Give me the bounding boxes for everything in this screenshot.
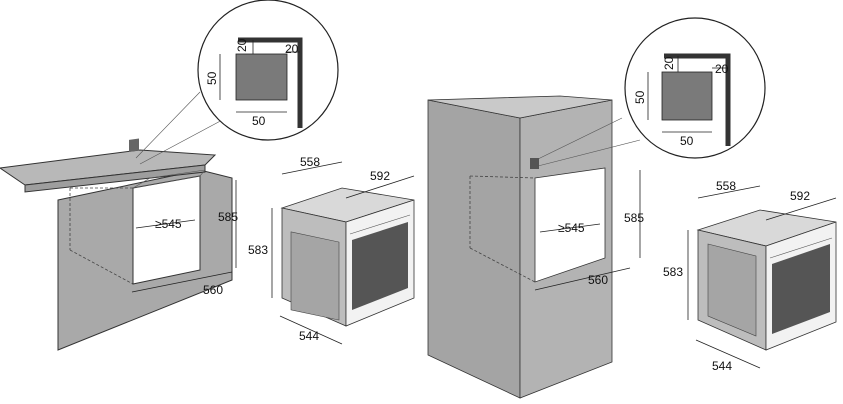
right-oven-window (772, 244, 830, 334)
left-cavity-back (132, 169, 206, 189)
left-oven-window (352, 222, 408, 310)
right-column-top (427, 95, 613, 119)
left-oven (280, 187, 415, 327)
left-countertop (0, 149, 217, 186)
left-vent-cutout (129, 138, 139, 152)
left-installation: 20 20 50 50 ≥545 585 560 558 592 583 544 (0, 0, 415, 351)
left-cavity-depth: ≥545 (155, 217, 182, 231)
left-oven-side-panel (290, 231, 340, 321)
right-cavity-depth: ≥545 (558, 221, 585, 235)
right-zoom-dim-width: 50 (680, 134, 694, 148)
right-oven-depth: 558 (716, 179, 736, 193)
right-zoom-dim-height: 50 (633, 90, 647, 104)
left-oven-depth: 558 (300, 155, 320, 169)
left-cavity-height: 585 (218, 210, 238, 224)
left-oven-width: 592 (370, 169, 390, 183)
left-countertop-edge (24, 164, 206, 193)
left-zoom-corner (238, 37, 303, 128)
right-oven (696, 209, 837, 351)
left-zoom-dim-right: 20 (285, 42, 299, 56)
left-cavity-width: 560 (203, 283, 223, 297)
right-column-side (427, 99, 521, 399)
right-zoom-dim-right: 20 (715, 62, 729, 76)
right-oven-side-panel (707, 243, 757, 337)
left-zoom-dim-top: 20 (235, 38, 249, 52)
left-zoom-square (235, 53, 288, 101)
right-cavity-width: 560 (588, 273, 608, 287)
left-zoom-dim-height: 50 (205, 71, 219, 85)
right-oven-width: 592 (790, 189, 810, 203)
right-installation: 20 20 50 50 ≥545 585 560 558 592 583 544 (427, 17, 837, 399)
left-zoom-dim-width: 50 (252, 114, 266, 128)
right-zoom-square (661, 71, 713, 121)
right-cavity-height: 585 (624, 211, 644, 225)
right-oven-height: 583 (663, 265, 683, 279)
left-oven-bottom-width: 544 (299, 329, 319, 343)
left-oven-height: 583 (248, 243, 268, 257)
right-oven-bottom-width: 544 (712, 359, 732, 373)
right-vent-cutout (530, 158, 539, 169)
right-zoom-dim-top: 20 (662, 56, 676, 70)
right-cavity-opening (534, 167, 606, 283)
right-zoom-corner (664, 53, 731, 146)
